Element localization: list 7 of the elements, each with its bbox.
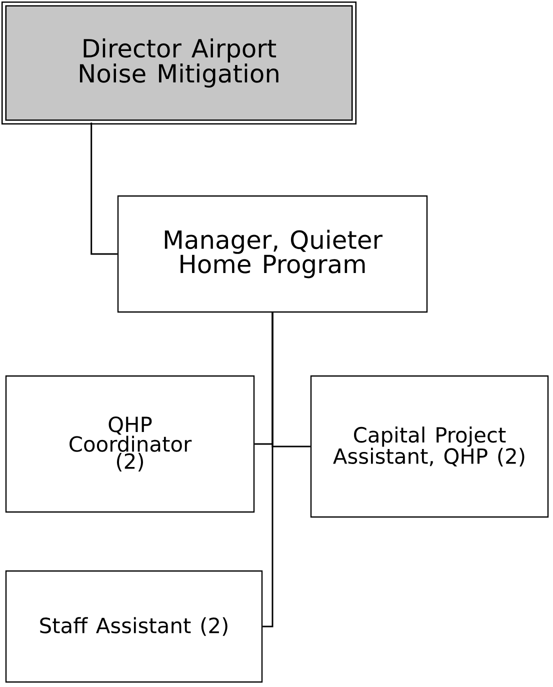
position-box: Staff Assistant (2) xyxy=(5,570,263,683)
connector-line xyxy=(90,122,118,255)
connector-line xyxy=(262,312,274,628)
position-box: QHP Coordinator (2) xyxy=(5,375,255,513)
position-box: Capital Project Assistant, QHP (2) xyxy=(310,375,549,518)
director-box: Director Airport Noise Mitigation xyxy=(1,1,357,125)
manager-box: Manager, Quieter Home Program xyxy=(117,195,428,313)
